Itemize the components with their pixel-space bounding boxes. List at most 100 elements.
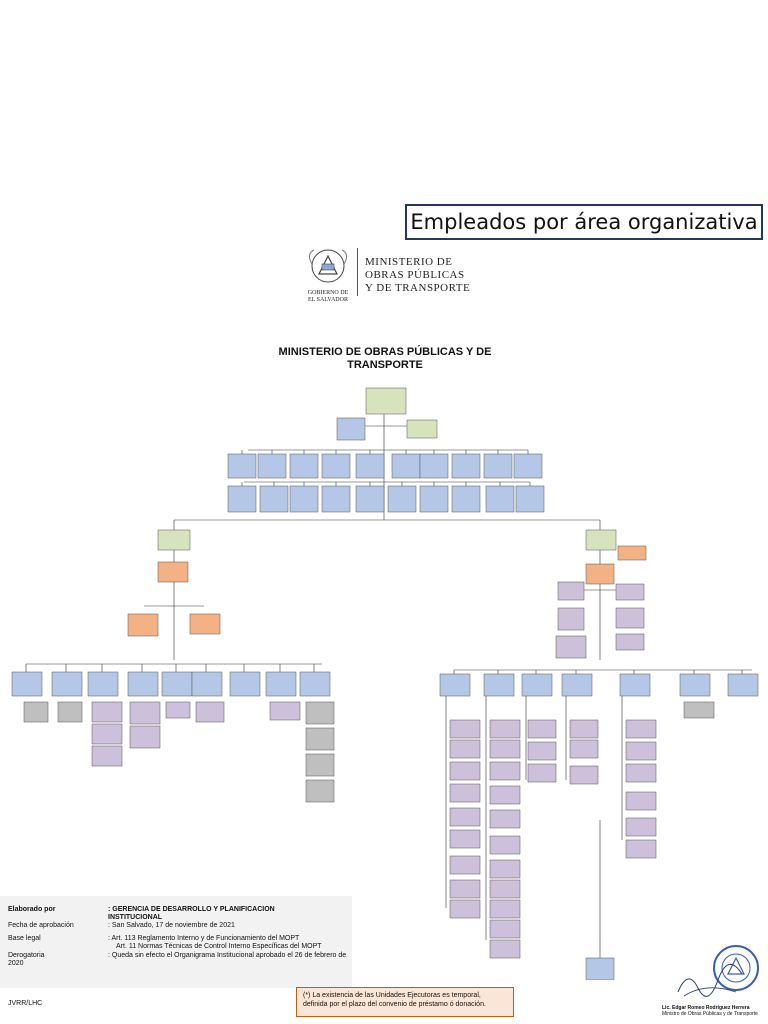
org-box-unit [451,485,481,513]
org-box-subunit [569,719,599,739]
org-box-subunit [527,741,557,761]
org-box-subunit [449,879,481,899]
org-box-subunit [489,939,521,959]
org-box-subunit [449,739,481,759]
org-box-subunit [489,835,521,855]
official-seal-icon [713,945,759,991]
org-box-unit [257,453,287,479]
org-box-subunit [625,719,657,739]
org-box-subunit [489,719,521,739]
org-box-unit [189,613,221,635]
org-box-staff [406,419,438,439]
org-box-directorate [299,671,331,697]
org-box-directorate [521,673,553,697]
org-box-subunit [165,701,191,719]
approval-info-panel: Elaborado por : GERENCIA DE DESARROLLO Y… [0,896,352,988]
signatory-name: Lic. Edgar Romeo Rodríguez Herrera [662,1005,750,1011]
org-box-directorate [439,673,471,697]
org-box-unit [227,485,257,513]
org-chart [11,387,759,980]
derogatoria-label: Derogatoria [8,952,45,959]
org-box-unit [355,485,385,513]
org-box-unit [615,583,645,601]
org-box-directorate [127,671,159,697]
org-box-subunit [625,791,657,811]
org-box-unit [289,485,319,513]
ministry-name-line2: OBRAS PÚBLICAS [365,269,465,281]
org-box-unit [387,485,417,513]
org-box-vice-ministry [157,529,191,551]
org-box-subunit [91,723,123,745]
org-box-subunit [449,829,481,849]
org-box-subunit [625,817,657,837]
org-box-subunit [129,701,161,725]
org-box-subunit [569,765,599,785]
org-box-unit [321,485,351,513]
org-box-directorate [561,673,593,697]
org-box-subunit [489,761,521,781]
org-box-minister [365,387,407,415]
base-legal-value-2: Art. 11 Normas Técnicas de Control Inter… [116,943,322,950]
org-box-subunit [129,725,161,749]
org-box-subunit [23,701,49,723]
org-box-unit [419,485,449,513]
org-box-unit [419,453,449,479]
org-box-unit [451,453,481,479]
org-box-directorate [619,673,651,697]
org-box-subunit [489,919,521,939]
footnote-box: (*) La existencia de las Unidades Ejecut… [296,987,514,1017]
org-box-subunit [683,701,715,719]
page-title-box: Empleados por área organizativa [405,204,763,240]
org-box-unit [555,635,587,659]
government-name-line1: GOBIERNO DE [307,290,349,296]
org-box-directorate [265,671,297,697]
base-legal-label: Base legal [8,935,41,942]
org-box-directorate [87,671,119,697]
org-box-subunit [625,839,657,859]
org-box-directorate [11,671,43,697]
org-box-subunit [305,701,335,725]
org-box-unit [557,581,585,601]
org-chart-title: MINISTERIO DE OBRAS PÚBLICAS Y DE TRANSP… [278,346,492,371]
org-box-unit [289,453,319,479]
signatory: Lic. Edgar Romeo Rodríguez Herrera Minis… [662,1005,768,1017]
org-box-subunit [489,739,521,759]
org-box-directorate [727,673,759,697]
org-box-subunit [569,739,599,759]
derogatoria-value: : Queda sin efecto el Organigrama Instit… [108,952,347,959]
org-box-subunit [449,761,481,781]
elaborado-value: : GERENCIA DE DESARROLLO Y PLANIFICACION… [108,906,275,921]
government-name: GOBIERNO DE EL SALVADOR [300,290,356,304]
org-box-subunit [527,763,557,783]
org-box-subunit [91,701,123,723]
org-box-subunit [489,809,521,829]
signatory-role: Ministro de Obras Públicas y de Transpor… [662,1011,758,1017]
org-box-directorate [51,671,83,697]
org-box-subunit [449,899,481,919]
signature-scribble-icon [677,964,743,997]
org-box-staff [617,545,647,561]
initials: JVRR/LHC [8,1000,43,1007]
org-box-subunit [449,807,481,827]
org-box-subunit [625,763,657,783]
ministry-name: MINISTERIO DE OBRAS PÚBLICAS Y DE TRANSP… [365,256,470,295]
org-box-subunit [195,701,225,723]
org-box-subunit [57,701,83,723]
org-box-vice-ministry [585,529,617,551]
org-box-directorate [191,671,223,697]
org-box-unit [485,485,515,513]
org-box-unit [615,607,645,629]
page-title: Empleados por área organizativa [410,210,758,234]
derogatoria-year: 2020 [8,960,24,967]
org-box-subunit [449,719,481,739]
ministry-name-line3: Y DE TRANSPORTE [365,282,471,294]
fecha-value: : San Salvado, 17 de noviembre de 2021 [108,922,235,929]
org-box-directorate [483,673,515,697]
coat-of-arms-icon [308,249,348,283]
org-box-directorate [161,671,193,697]
org-box-subunit [489,859,521,879]
org-box-unit [585,957,615,980]
org-box-unit [355,453,385,479]
org-box-unit [557,607,585,631]
org-box-subunit [489,899,521,919]
